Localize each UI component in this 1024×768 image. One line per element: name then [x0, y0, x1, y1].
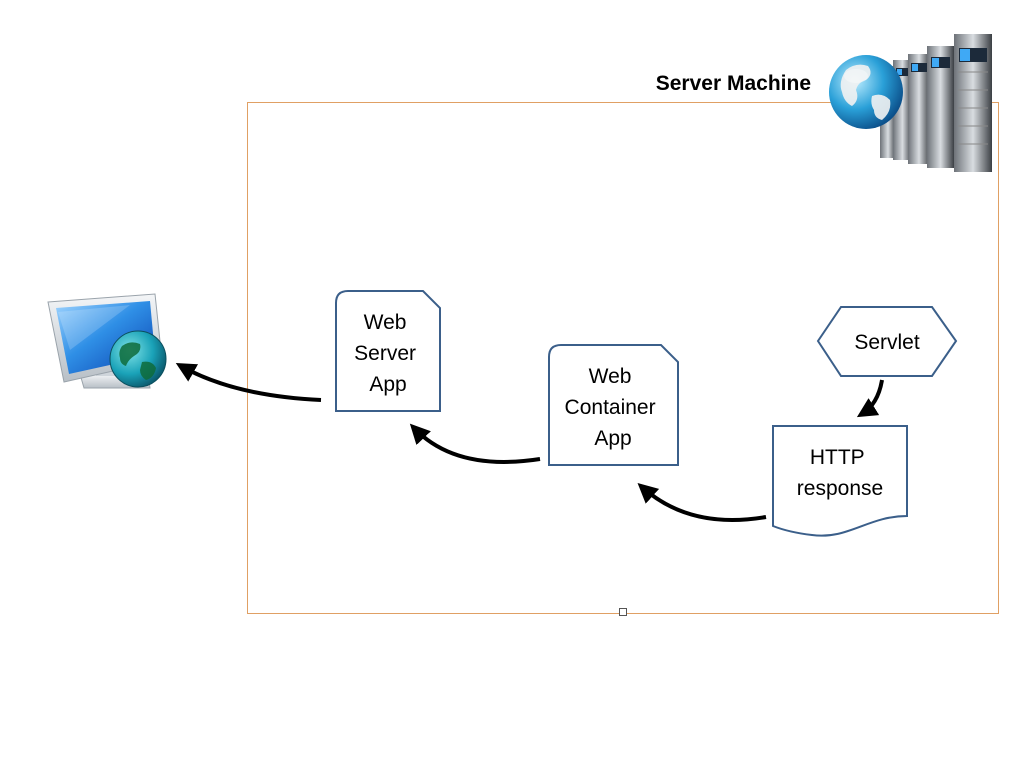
web-container-app-node: Web Container App [548, 344, 679, 466]
diagram-title: Server Machine [656, 72, 811, 95]
web-container-app-shape [548, 344, 679, 466]
servlet-node: Servlet [816, 306, 958, 377]
web-server-app-line: Web [364, 311, 407, 334]
http-response-label: HTTP response [797, 446, 883, 500]
http-response-shape [772, 425, 908, 537]
http-response-node: HTTP response [772, 425, 908, 537]
web-server-app-shape [335, 290, 441, 412]
arrow-web-container-to-web-server [409, 423, 541, 464]
web-container-app-line: Web [589, 365, 632, 388]
web-server-app-line: Server [354, 342, 416, 365]
arrow-http-response-to-web-container [637, 482, 767, 522]
boundary-handle [619, 608, 627, 616]
servlet-label: Servlet [854, 331, 920, 354]
server-rack-globe-icon [818, 34, 992, 174]
arrow-servlet-to-http-response [856, 379, 884, 418]
web-server-app-node: Web Server App [335, 290, 441, 412]
servlet-shape [816, 306, 958, 377]
http-response-line: HTTP [810, 446, 864, 469]
http-response-line: response [797, 477, 883, 500]
web-container-app-line: App [594, 427, 631, 450]
servlet-line: Servlet [854, 331, 920, 354]
web-container-app-label: Web Container App [565, 365, 662, 450]
web-server-app-line: App [369, 373, 406, 396]
computer-monitor-globe-icon [47, 293, 167, 389]
web-container-app-line: Container [565, 396, 656, 419]
web-server-app-label: Web Server App [354, 311, 422, 396]
arrow-web-server-to-client [175, 363, 322, 402]
